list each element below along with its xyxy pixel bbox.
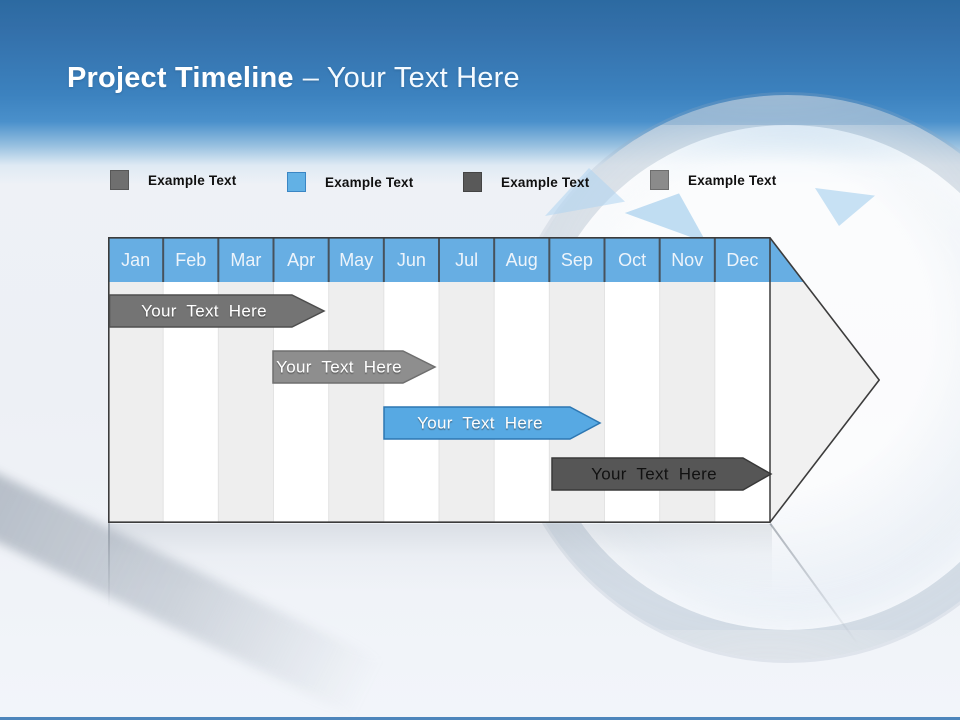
month-label: Apr: [287, 250, 315, 270]
column-stripe: [328, 282, 384, 523]
month-label: Dec: [726, 250, 758, 270]
task-bar-shape: [108, 294, 326, 328]
legend-item: Example Text: [650, 169, 776, 191]
legend-label: Example Text: [148, 172, 237, 188]
month-label: Jan: [121, 250, 150, 270]
slide-title-main: Project Timeline: [67, 62, 294, 94]
task-bar: Your Text Here: [272, 350, 437, 384]
month-header-row: Jan Feb Mar Apr May Jun Jul Aug Sep Oct …: [121, 250, 758, 270]
month-label: Mar: [230, 250, 261, 270]
task-bar-label: Your Text Here: [276, 358, 402, 377]
chart-reflection-left-edge: [108, 523, 110, 608]
month-label: Jun: [397, 250, 426, 270]
task-bar-shape: [272, 350, 437, 384]
task-bar-label: Your Text Here: [591, 465, 717, 484]
month-label: Feb: [175, 250, 206, 270]
arrow-outline: [108, 237, 880, 523]
task-bar-shape: [551, 457, 773, 491]
month-label: Aug: [506, 250, 538, 270]
legend-label: Example Text: [688, 172, 777, 188]
task-bar-shape: [383, 406, 602, 440]
legend-swatch: [463, 172, 482, 192]
slide-title: Project Timeline– Your Text Here: [67, 60, 520, 96]
column-stripe: [494, 282, 550, 523]
month-label: Nov: [671, 250, 703, 270]
legend-swatch: [287, 172, 306, 192]
legend-swatch: [110, 170, 129, 190]
month-label: Sep: [561, 250, 593, 270]
column-stripe: [439, 282, 495, 523]
timeline-chart: Jan Feb Mar Apr May Jun Jul Aug Sep Oct …: [108, 237, 880, 523]
task-bar-label: Your Text Here: [417, 414, 543, 433]
header-cell-dividers: [162, 237, 716, 282]
bottom-accent-strip: [0, 717, 960, 720]
legend-swatch: [650, 170, 669, 190]
legend-item: Example Text: [110, 169, 236, 191]
slide-title-sub: – Your Text Here: [302, 62, 520, 94]
month-label: Oct: [618, 250, 646, 270]
month-label: Jul: [455, 250, 478, 270]
month-label: May: [339, 250, 373, 270]
legend-label: Example Text: [325, 174, 414, 190]
task-bar-label: Your Text Here: [141, 302, 267, 321]
task-bar: Your Text Here: [551, 457, 773, 491]
task-bar: Your Text Here: [383, 406, 602, 440]
legend-item: Example Text: [463, 171, 589, 193]
column-stripe: [383, 282, 439, 523]
chart-reflection: [108, 524, 772, 594]
legend-label: Example Text: [501, 174, 590, 190]
legend-item: Example Text: [287, 171, 413, 193]
task-bar: Your Text Here: [108, 294, 326, 328]
